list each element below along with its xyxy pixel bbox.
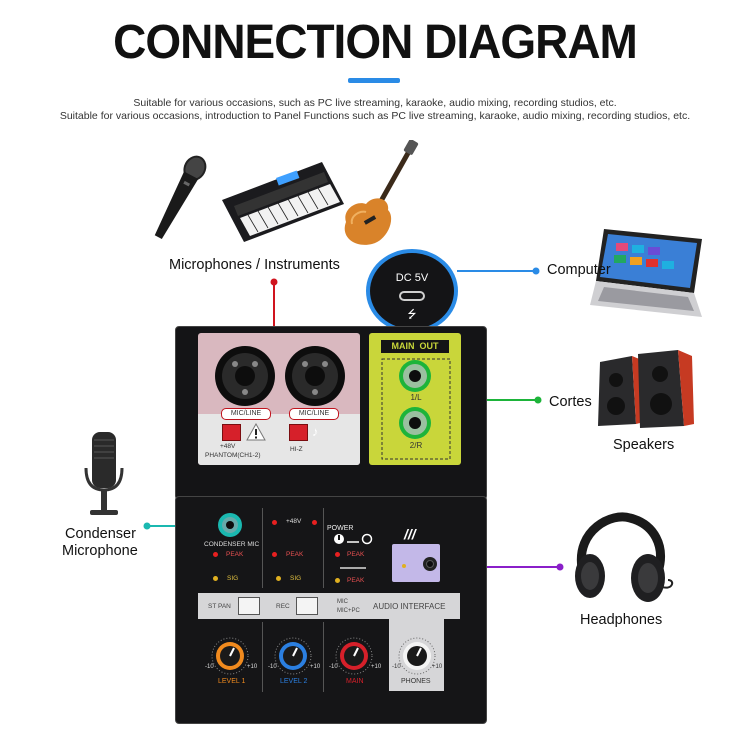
rec-switch[interactable] bbox=[296, 597, 318, 615]
knobs bbox=[211, 637, 436, 675]
level1-label: LEVEL 1 bbox=[218, 678, 246, 685]
mic-line-label-1: MIC/LINE bbox=[221, 408, 271, 420]
rec-mic-label: MIC bbox=[337, 599, 348, 605]
headphones-icon bbox=[575, 512, 674, 602]
subtitle-1: Suitable for various occasions, such as … bbox=[133, 97, 617, 109]
output-jack-left[interactable] bbox=[399, 360, 431, 392]
condenser-mic-label: CONDENSER MIC bbox=[204, 541, 260, 548]
brand-logo-icon: /// bbox=[404, 526, 416, 542]
main-out-jacks bbox=[381, 358, 451, 460]
condenser-microphone-icon bbox=[84, 432, 124, 515]
main-max: +10 bbox=[371, 664, 382, 670]
main-knob[interactable] bbox=[335, 637, 373, 675]
sig-label-2: SIG bbox=[290, 575, 302, 582]
guitar-icon bbox=[344, 140, 419, 245]
plus48-led-2 bbox=[312, 520, 317, 525]
combo-jacks bbox=[215, 346, 345, 406]
laptop-icon bbox=[590, 229, 702, 317]
combo-jack-1[interactable] bbox=[215, 346, 275, 406]
label-condenser: Condenser bbox=[65, 526, 136, 542]
phones-led bbox=[402, 564, 406, 568]
usb-c-port-icon bbox=[399, 291, 425, 301]
peak-label-4: PEAK bbox=[347, 577, 365, 584]
plus48-label: +48V bbox=[220, 443, 236, 450]
rec-label: REC bbox=[276, 603, 290, 610]
rec-micpc-label: MIC+PC bbox=[337, 608, 360, 614]
hiz-label: HI-Z bbox=[290, 446, 303, 453]
page-title: CONNECTION DIAGRAM bbox=[113, 13, 638, 69]
audio-interface-label: AUDIO INTERFACE bbox=[373, 602, 446, 611]
sig-led-3 bbox=[335, 578, 340, 583]
phantom-power-button[interactable] bbox=[222, 424, 241, 441]
plus48-top-label: +48V bbox=[286, 518, 302, 525]
peak-label-1: PEAK bbox=[226, 551, 244, 558]
phones-min: -10 bbox=[392, 664, 401, 670]
sig-led-1 bbox=[213, 576, 218, 581]
level2-knob[interactable] bbox=[274, 637, 312, 675]
peak-label-2: PEAK bbox=[286, 551, 304, 558]
level1-max: +10 bbox=[247, 664, 258, 670]
main-out-label: MAIN OUT bbox=[381, 340, 449, 353]
phones-label: PHONES bbox=[401, 678, 431, 685]
usb-icon: ⭍ bbox=[407, 309, 417, 321]
combo-jack-2[interactable] bbox=[285, 346, 345, 406]
label-speakers: Speakers bbox=[613, 437, 675, 453]
speakers-icon bbox=[598, 350, 694, 428]
dc-port-callout bbox=[366, 249, 458, 333]
label-microphone: Microphone bbox=[62, 543, 138, 559]
hi-z-button[interactable] bbox=[289, 424, 308, 441]
phones-max: +10 bbox=[432, 664, 443, 670]
divider-2 bbox=[323, 508, 324, 588]
mic-line-label-2: MIC/LINE bbox=[289, 408, 339, 420]
peak-led-1 bbox=[213, 552, 218, 557]
phantom-label: PHANTOM(CH1-2) bbox=[205, 452, 261, 459]
condenser-mic-jack[interactable] bbox=[214, 509, 246, 541]
divider-4 bbox=[323, 622, 324, 692]
label-headphones: Headphones bbox=[580, 612, 663, 628]
peak-label-3: PEAK bbox=[347, 551, 365, 558]
level2-max: +10 bbox=[310, 664, 321, 670]
phones-knob[interactable] bbox=[398, 637, 436, 675]
phones-jack[interactable] bbox=[422, 556, 438, 572]
guitar-symbol-icon: ♪ bbox=[312, 424, 319, 439]
label-computer: Computer bbox=[547, 262, 611, 278]
divider-1 bbox=[262, 508, 263, 588]
st-pan-label: ST PAN bbox=[208, 603, 231, 610]
title-underline bbox=[348, 78, 400, 83]
divider-3 bbox=[262, 622, 263, 692]
main-label: MAIN bbox=[346, 678, 364, 685]
sig-led-2 bbox=[276, 576, 281, 581]
main-out-panel bbox=[369, 333, 461, 465]
dc-label: DC 5V bbox=[395, 272, 429, 284]
out-l-label: 1/L bbox=[410, 393, 422, 402]
level1-knob[interactable] bbox=[211, 637, 249, 675]
level2-label: LEVEL 2 bbox=[280, 678, 308, 685]
label-cortes: Cortes bbox=[549, 394, 592, 410]
level-meter bbox=[340, 567, 366, 569]
plus48-led bbox=[272, 520, 277, 525]
keyboard-icon bbox=[222, 162, 344, 242]
sig-label-1: SIG bbox=[227, 575, 239, 582]
output-jack-right[interactable] bbox=[399, 407, 431, 439]
peak-led-3 bbox=[335, 552, 340, 557]
power-label: POWER bbox=[327, 525, 354, 532]
label-microphones-instruments: Microphones / Instruments bbox=[169, 257, 340, 273]
subtitle-2: Suitable for various occasions, introduc… bbox=[59, 110, 691, 122]
line-computer bbox=[457, 267, 540, 275]
level2-min: -10 bbox=[268, 664, 277, 670]
peak-led-2 bbox=[272, 552, 277, 557]
level1-min: -10 bbox=[205, 664, 214, 670]
main-min: -10 bbox=[329, 664, 338, 670]
microphone-icon bbox=[154, 155, 207, 239]
st-pan-button[interactable] bbox=[238, 597, 260, 615]
out-r-label: 2/R bbox=[409, 441, 423, 450]
power-indicator-icon bbox=[334, 533, 373, 545]
warning-icon bbox=[246, 423, 266, 441]
